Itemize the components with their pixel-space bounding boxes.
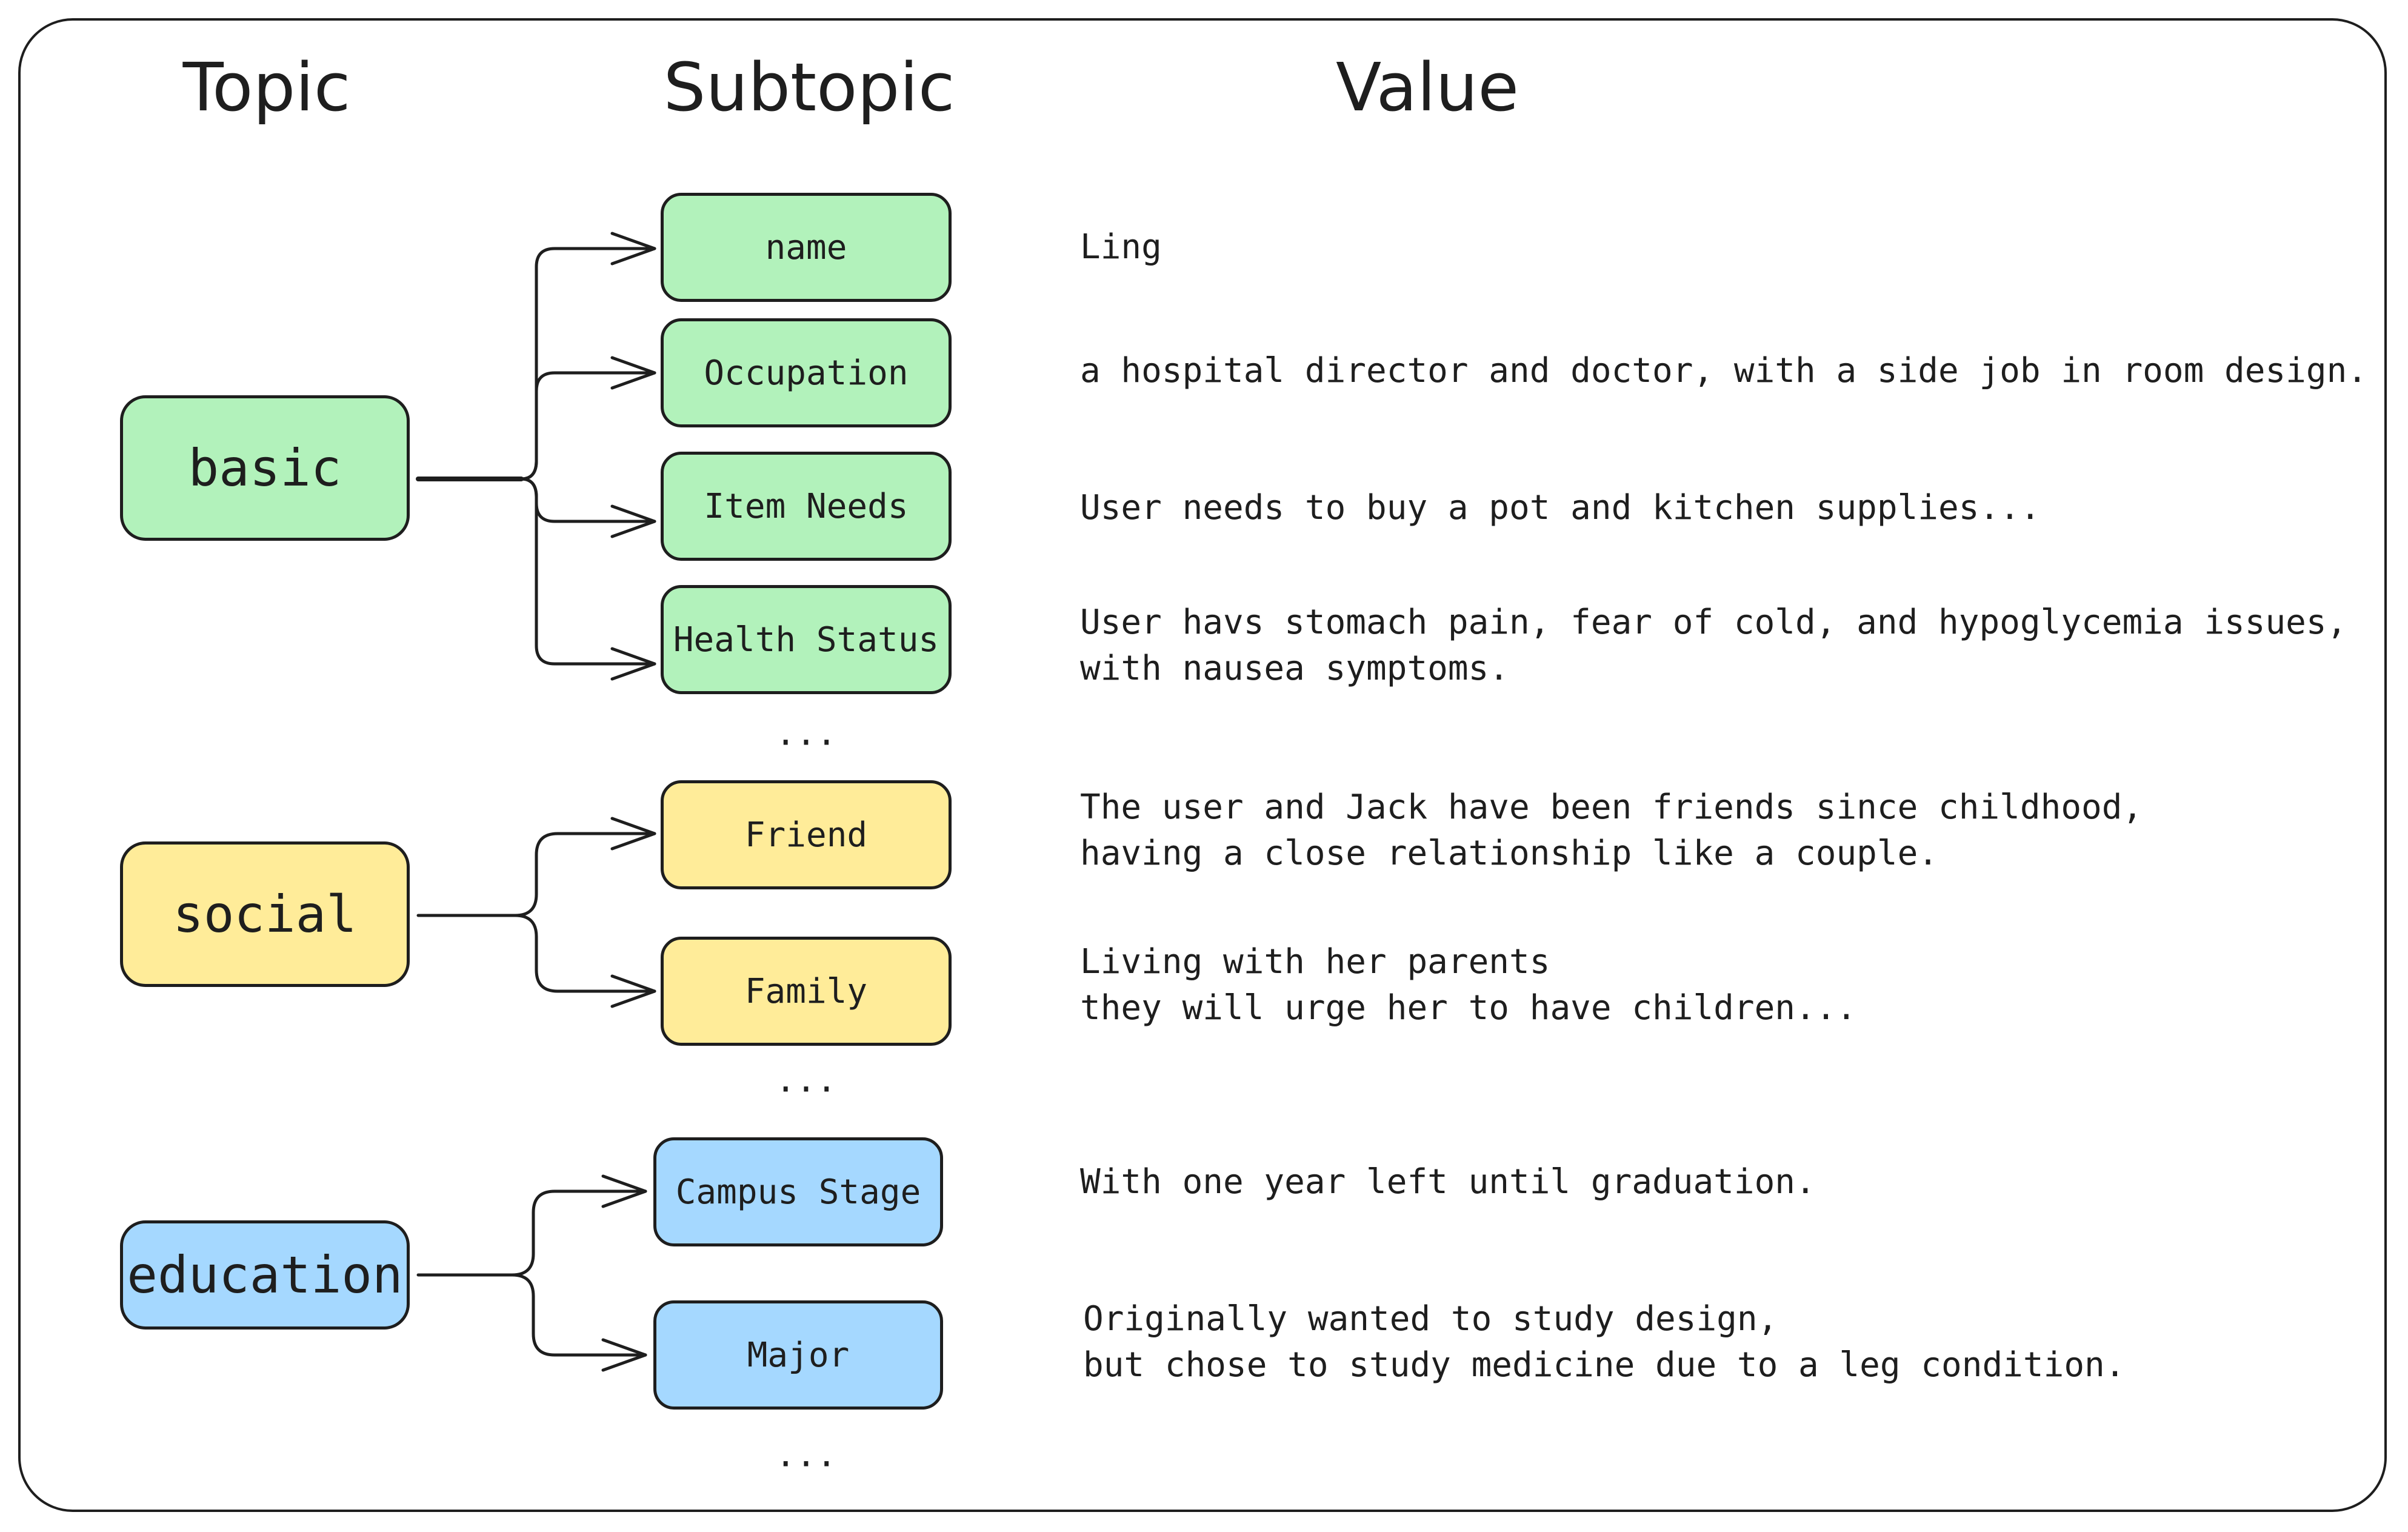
subtopic-health-status: Health Status — [661, 585, 952, 694]
more-social-ellipsis: ... — [775, 1060, 837, 1100]
more-basic-ellipsis: ... — [775, 714, 837, 754]
topic-basic: basic — [120, 395, 410, 541]
value-major: Originally wanted to study design, but c… — [1083, 1299, 2126, 1385]
subtopic-major: Major — [653, 1300, 943, 1410]
value-family: Living with her parents they will urge h… — [1080, 942, 1857, 1028]
value-friend: The user and Jack have been friends sinc… — [1080, 788, 2143, 873]
subtopic-friend: Friend — [661, 780, 952, 889]
header-subtopic: Subtopic — [663, 49, 955, 126]
topic-education: education — [120, 1220, 410, 1330]
value-health-status: User havs stomach pain, fear of cold, an… — [1080, 603, 2347, 688]
subtopic-family: Family — [661, 937, 952, 1046]
diagram-frame — [18, 18, 2387, 1512]
header-value: Value — [1335, 49, 1519, 126]
subtopic-campus-stage: Campus Stage — [653, 1137, 943, 1246]
value-occupation: a hospital director and doctor, with a s… — [1080, 351, 2368, 390]
topic-social: social — [120, 841, 410, 987]
subtopic-item-needs: Item Needs — [661, 452, 952, 561]
header-topic: Topic — [182, 49, 351, 126]
subtopic-occupation: Occupation — [661, 318, 952, 427]
more-education-ellipsis: ... — [775, 1435, 837, 1475]
value-item-needs: User needs to buy a pot and kitchen supp… — [1080, 488, 2041, 527]
value-campus-stage: With one year left until graduation. — [1080, 1162, 1816, 1202]
subtopic-name: name — [661, 193, 952, 302]
value-name: Ling — [1080, 227, 1162, 267]
